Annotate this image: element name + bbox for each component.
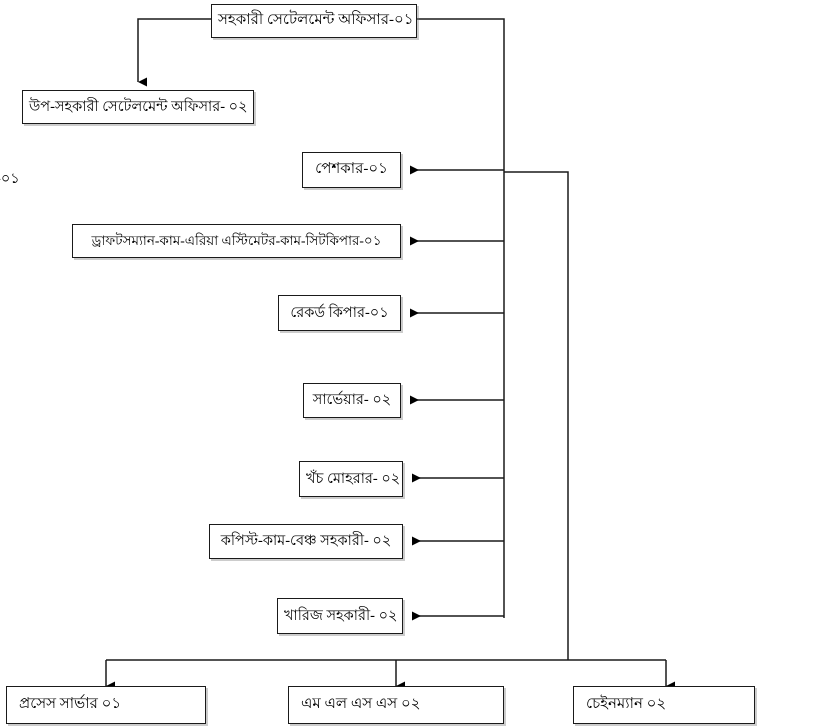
node-label: পেশকার-০১ <box>315 161 388 178</box>
node-label: ড্রাফটসম্যান-কাম-এরিয়া এস্টিমেটর-কাম-সি… <box>91 233 382 249</box>
node-label: এম এল এস এস ০২ <box>301 696 421 713</box>
node-label: প্রসেস সার্ভার ০১ <box>19 696 122 713</box>
node-khonch-moharar[interactable]: খঁচ মোহরার- ০২ <box>299 461 403 497</box>
node-label: খঁচ মোহরার- ০২ <box>306 470 401 487</box>
edge-head-to-deputy <box>137 18 211 87</box>
node-process-server[interactable]: প্রসেস সার্ভার ০১ <box>6 686 206 724</box>
node-assistant-settlement-officer[interactable]: সহকারী সেটেলমেন্ট অফিসার-০১ <box>211 4 417 38</box>
node-record-keeper[interactable]: রেকর্ড কিপার-০১ <box>278 295 401 331</box>
node-kharij-assistant[interactable]: খারিজ সহকারী- ০২ <box>277 598 403 634</box>
node-label: কপিস্ট-কাম-বেঞ্চ সহকারী- ০২ <box>220 533 392 550</box>
node-label: চেইনম্যান ০২ <box>586 696 667 713</box>
node-surveyor[interactable]: সার্ভেয়ার- ০২ <box>303 383 401 418</box>
node-label: খারিজ সহকারী- ০২ <box>284 607 398 624</box>
node-label: সার্ভেয়ার- ০২ <box>312 392 392 409</box>
node-mlss[interactable]: এম এল এস এস ০২ <box>288 686 504 724</box>
node-label: সহকারী সেটেলমেন্ট অফিসার-০১ <box>218 12 414 29</box>
node-label: রেকর্ড কিপার-০১ <box>290 304 389 321</box>
node-chainman[interactable]: চেইনম্যান ০২ <box>573 686 755 724</box>
node-deputy-assistant-settlement-officer[interactable]: উপ-সহকারী সেটেলমেন্ট অফিসার- ০২ <box>22 90 254 124</box>
node-label: উপ-সহকারী সেটেলমেন্ট অফিসার- ০২ <box>29 98 248 115</box>
node-draftsman-area-estimator-sitekeeper[interactable]: ড্রাফটসম্যান-কাম-এরিয়া এস্টিমেটর-কাম-সি… <box>72 224 401 258</box>
node-peshkar[interactable]: পেশকার-০১ <box>302 152 401 188</box>
edge-main-spine <box>417 18 505 618</box>
edge-secondary-spine <box>504 171 569 660</box>
node-copyist-cum-bench-assistant[interactable]: কপিস্ট-কাম-বেঞ্চ সহকারী- ০২ <box>209 524 403 559</box>
clipped-left-text: -০১ <box>0 171 20 187</box>
